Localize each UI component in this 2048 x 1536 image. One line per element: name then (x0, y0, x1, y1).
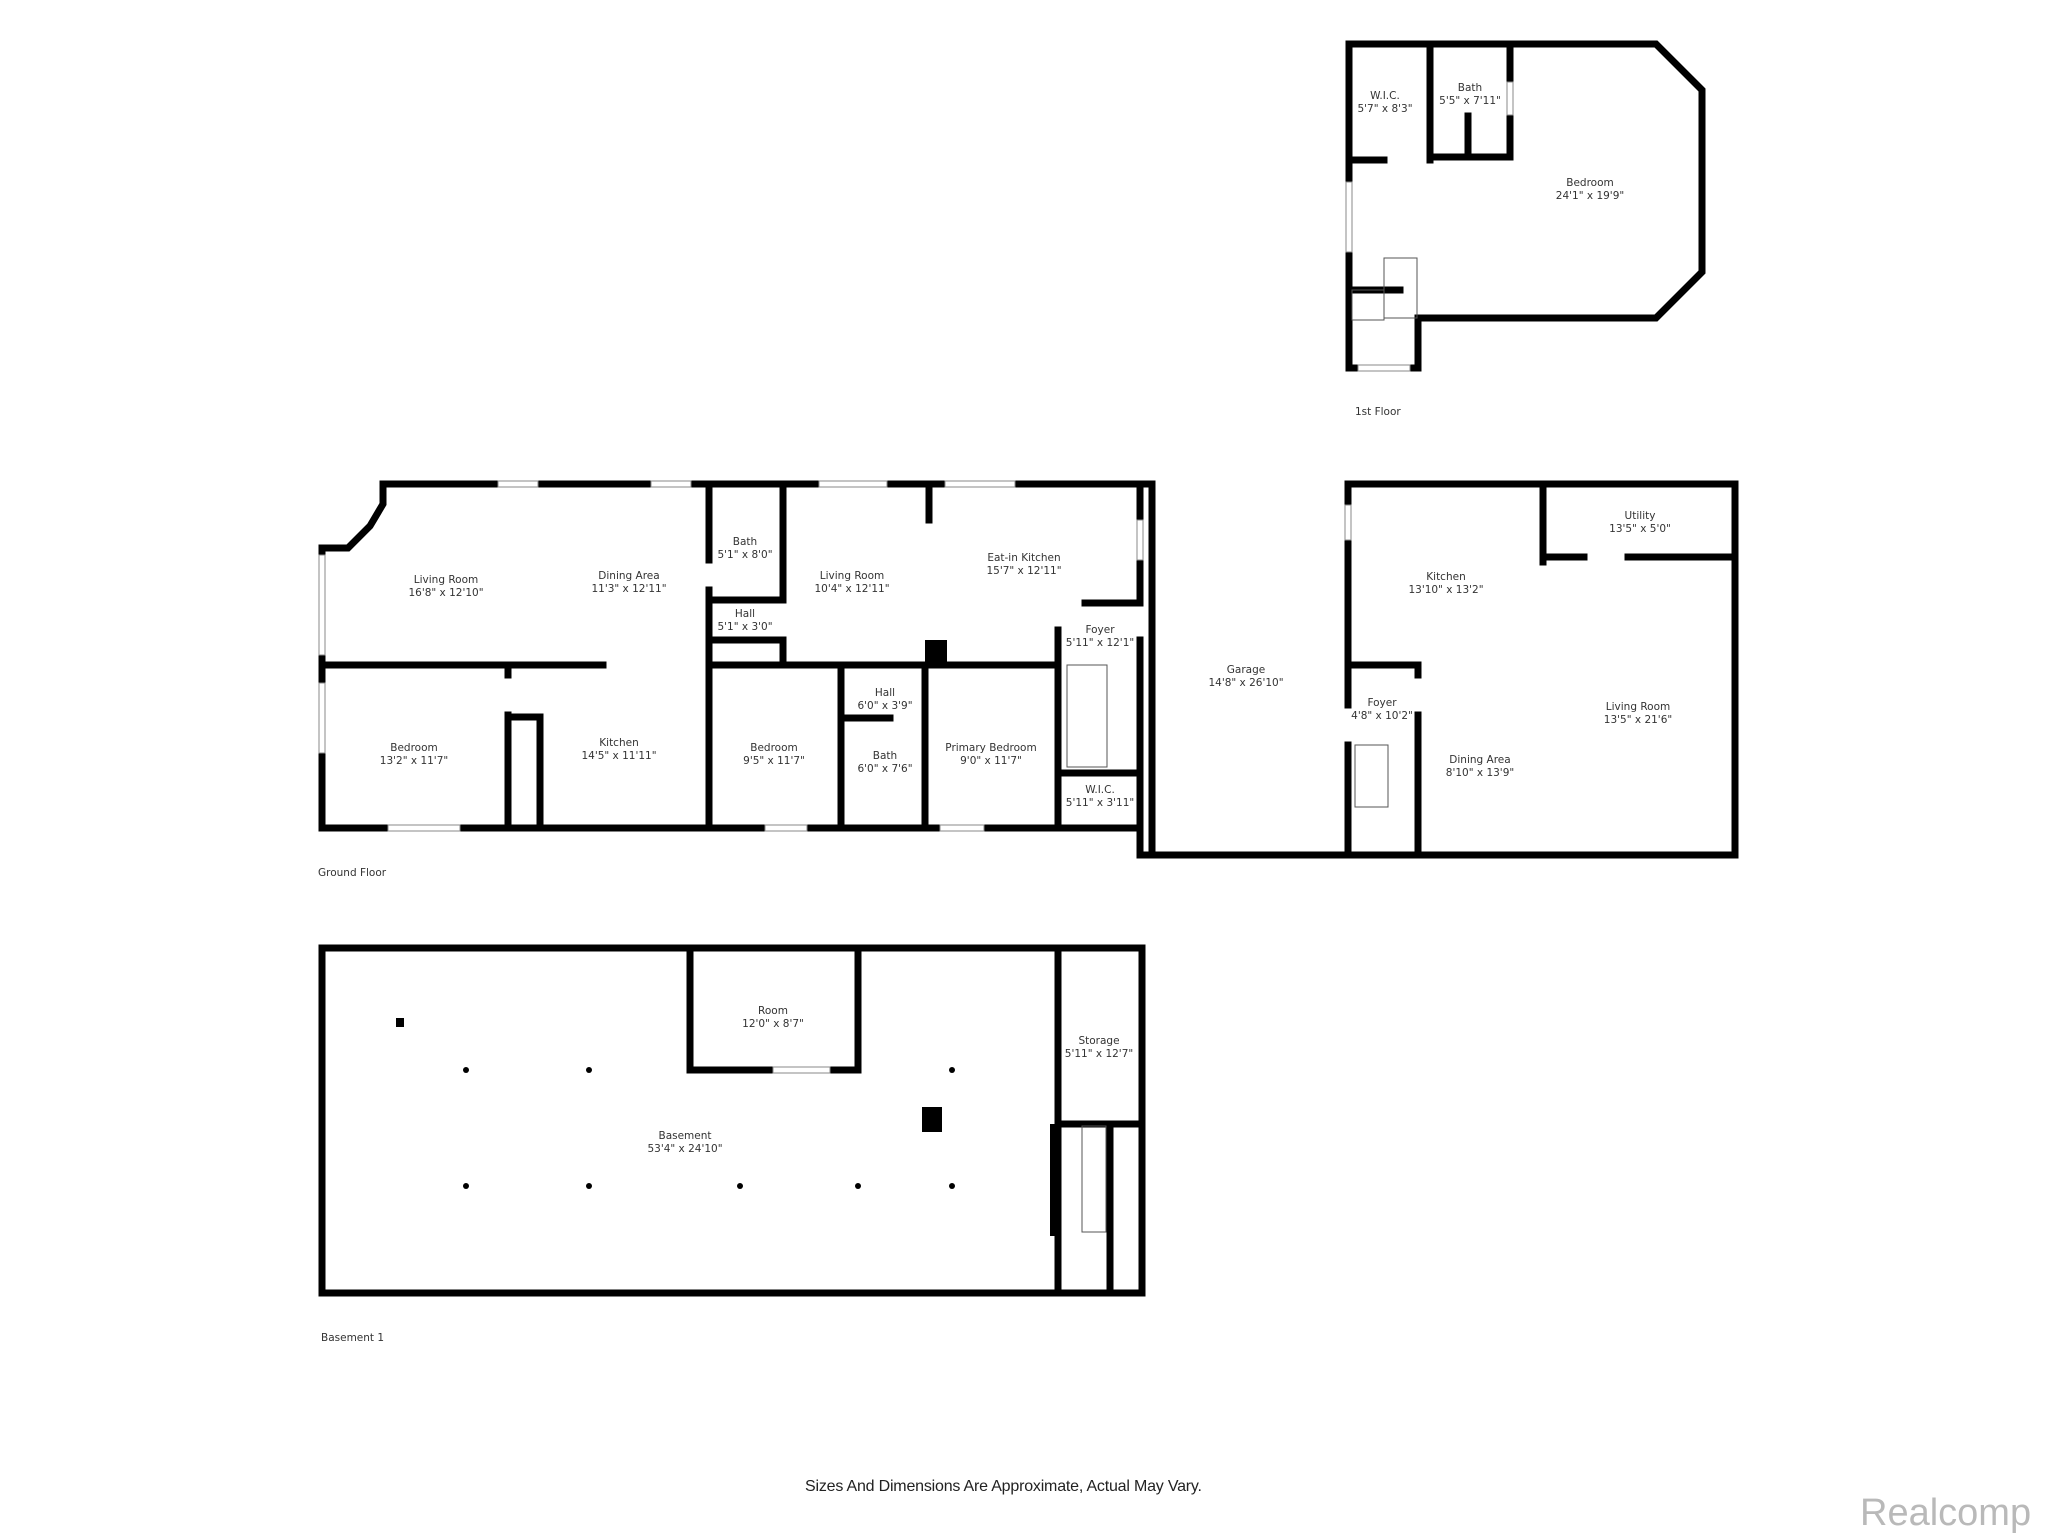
room-name: Primary Bedroom (945, 742, 1037, 754)
room-name: Foyer (1085, 624, 1115, 636)
room-name: Bath (1457, 82, 1483, 94)
room-dims: 5'1" x 8'0" (717, 549, 773, 561)
room-dims: 13'2" x 11'7" (379, 755, 449, 767)
room-name: Kitchen (1426, 571, 1466, 583)
room-name: Bath (732, 536, 758, 548)
ground-floor-walls (318, 480, 1739, 859)
room-dims: 5'11" x 12'1" (1065, 637, 1135, 649)
room-dims: 16'8" x 12'10" (408, 587, 484, 599)
room-name: Garage (1226, 664, 1266, 676)
room-dims: 14'8" x 26'10" (1208, 677, 1284, 689)
room-name: Room (758, 1005, 788, 1017)
room-name: Kitchen (599, 737, 639, 749)
room-dims: 4'8" x 10'2" (1351, 710, 1413, 722)
floor-label-ground: Ground Floor (318, 867, 387, 879)
room-name: Storage (1078, 1035, 1120, 1047)
room-dims: 9'5" x 11'7" (743, 755, 805, 767)
room-name: Bedroom (1566, 177, 1614, 189)
room-name: Utility (1624, 510, 1656, 522)
room-dims: 14'5" x 11'11" (581, 750, 657, 762)
basement-walls (318, 944, 1146, 1297)
room-wic-first: W.I.C.5'7" x 8'3" (1357, 90, 1412, 116)
room-dims: 53'4" x 24'10" (647, 1143, 723, 1155)
room-name: W.I.C. (1085, 784, 1115, 796)
room-dims: 5'11" x 3'11" (1065, 797, 1135, 809)
room-name: W.I.C. (1370, 90, 1400, 102)
room-name: Bath (872, 750, 898, 762)
room-wic-ground: W.I.C.5'11" x 3'11" (1066, 784, 1134, 810)
disclaimer-text: Sizes And Dimensions Are Approximate, Ac… (805, 1478, 1202, 1495)
room-dims: 24'1" x 19'9" (1555, 190, 1625, 202)
room-dims: 13'5" x 21'6" (1603, 714, 1673, 726)
room-name: Living Room (819, 570, 885, 582)
room-name: Living Room (413, 574, 479, 586)
room-name: Bedroom (750, 742, 798, 754)
room-name: Dining Area (598, 570, 660, 582)
room-dims: 5'1" x 3'0" (717, 621, 773, 633)
floor-label-basement: Basement 1 (321, 1332, 385, 1344)
room-name: Eat-in Kitchen (987, 552, 1061, 564)
room-dims: 10'4" x 12'11" (814, 583, 890, 595)
room-dims: 11'3" x 12'11" (591, 583, 667, 595)
brand-watermark: Realcomp (1860, 1492, 2032, 1534)
room-name: Hall (734, 608, 756, 620)
room-dims: 5'5" x 7'11" (1439, 95, 1501, 107)
room-dims: 6'0" x 3'9" (857, 700, 913, 712)
room-dims: 6'0" x 7'6" (857, 763, 913, 775)
floor-label-first: 1st Floor (1355, 406, 1401, 418)
room-name: Bedroom (390, 742, 438, 754)
room-dims: 15'7" x 12'11" (986, 565, 1062, 577)
room-name: Dining Area (1449, 754, 1511, 766)
room-name: Living Room (1605, 701, 1671, 713)
room-name: Hall (874, 687, 896, 699)
room-name: Foyer (1367, 697, 1397, 709)
room-dims: 5'11" x 12'7" (1064, 1048, 1134, 1060)
room-dims: 9'0" x 11'7" (960, 755, 1022, 767)
room-dims: 12'0" x 8'7" (742, 1018, 804, 1030)
room-dims: 13'5" x 5'0" (1609, 523, 1671, 535)
room-dims: 8'10" x 13'9" (1445, 767, 1515, 779)
room-name: Basement (658, 1130, 712, 1142)
room-dims: 13'10" x 13'2" (1408, 584, 1484, 596)
room-dims: 5'7" x 8'3" (1357, 103, 1413, 115)
